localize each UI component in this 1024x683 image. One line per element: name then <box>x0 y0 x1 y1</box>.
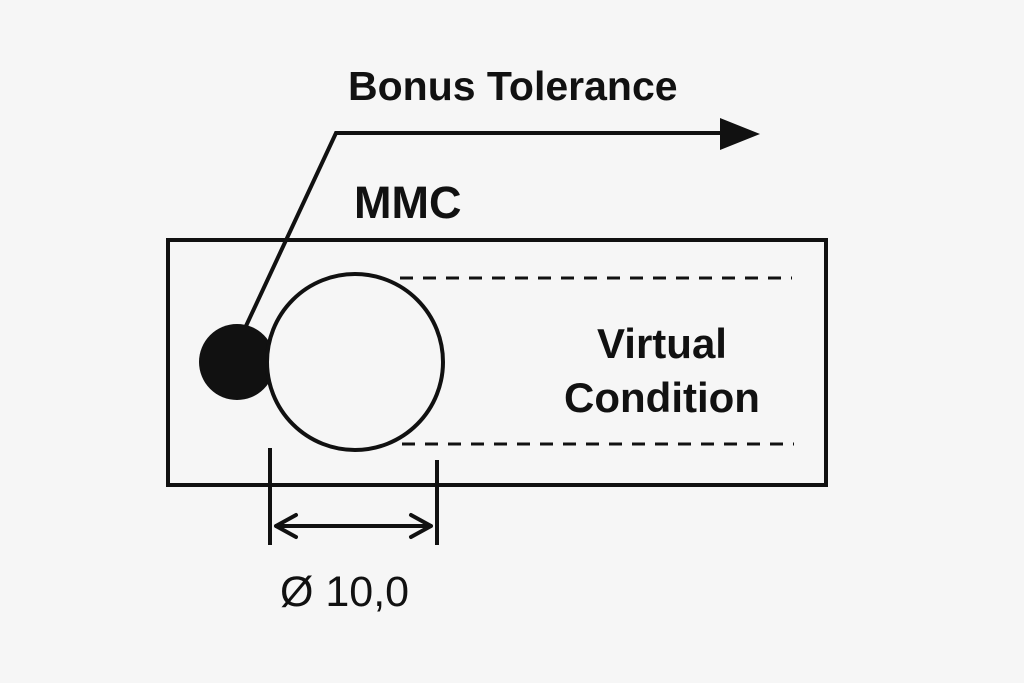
virtual-condition-label-line2: Condition <box>564 374 760 421</box>
mmc-dot <box>199 324 275 400</box>
bonus-tolerance-leader <box>244 118 760 327</box>
dimension-arrow-left <box>274 513 298 539</box>
virtual-condition-label-line1: Virtual <box>597 320 727 367</box>
dimension-arrow-right <box>409 513 433 539</box>
mmc-label: MMC <box>354 177 461 228</box>
diameter-dimension <box>268 448 439 545</box>
hole-circle <box>265 272 445 452</box>
diameter-label: Ø 10,0 <box>280 568 409 616</box>
bonus-tolerance-label: Bonus Tolerance <box>348 63 678 109</box>
part-outline <box>166 238 828 487</box>
leader-arrowhead <box>720 118 760 150</box>
